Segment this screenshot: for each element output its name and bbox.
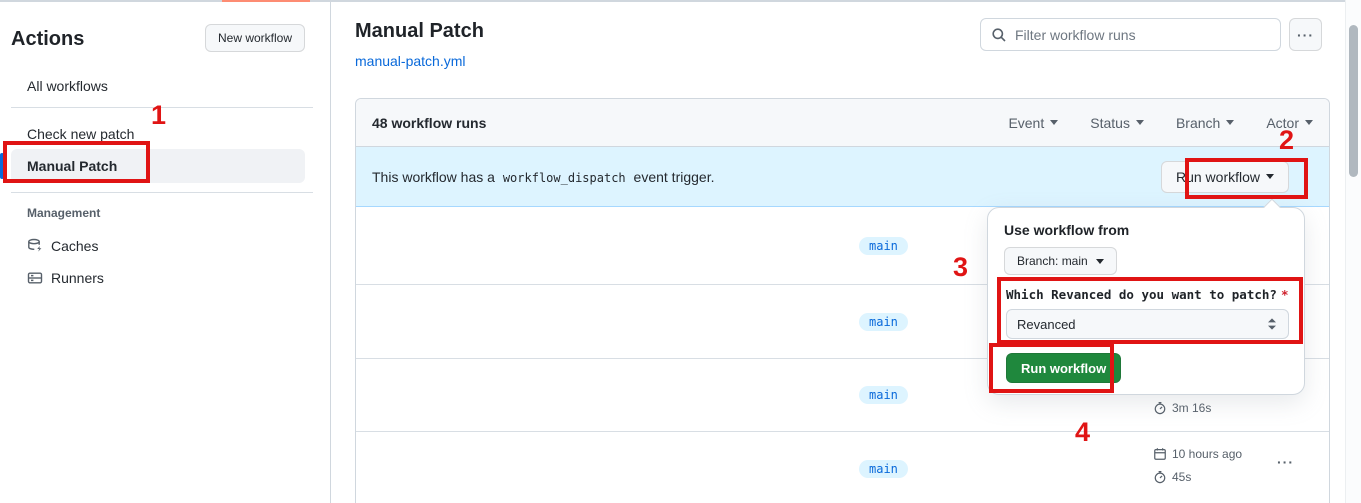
filter-actor-label: Actor [1266, 114, 1299, 131]
branch-badge[interactable]: main [859, 386, 908, 404]
cache-database-icon [27, 238, 43, 254]
banner-code-token: workflow_dispatch [502, 170, 626, 185]
branch-selector-label: Branch: main [1017, 254, 1088, 268]
chevron-down-icon [1266, 174, 1274, 179]
caches-label: Caches [51, 238, 99, 254]
chevron-down-icon [1135, 120, 1144, 125]
stopwatch-icon [1153, 401, 1167, 415]
banner-text-after: event trigger. [633, 168, 715, 185]
runs-count-label: 48 workflow runs [372, 114, 487, 131]
revanced-select-value: Revanced [1017, 316, 1076, 332]
stopwatch-icon [1153, 470, 1167, 484]
sidebar-item-caches[interactable]: Caches [11, 230, 305, 262]
workflow-file-link[interactable]: manual-patch.yml [355, 53, 466, 69]
management-section-header: Management [27, 206, 101, 220]
new-workflow-button[interactable]: New workflow [204, 24, 305, 52]
filter-branch-label: Branch [1175, 114, 1221, 131]
banner-text: This workflow has a workflow_dispatch ev… [372, 169, 714, 185]
filter-status-label: Status [1090, 114, 1130, 131]
sidebar-item-check-new-patch[interactable]: Check new patch [11, 118, 305, 150]
run-workflow-dropdown-button[interactable]: Run workflow [1160, 160, 1289, 193]
sidebar-divider [11, 107, 313, 108]
required-asterisk: * [1280, 287, 1289, 302]
actions-sidebar: Actions New workflow All workflows Check… [0, 2, 330, 503]
chevron-down-icon [1050, 120, 1059, 125]
filter-status[interactable]: Status [1090, 115, 1144, 131]
run-start-time-text: 10 hours ago [1172, 447, 1243, 461]
run-workflow-dropdown-label: Run workflow [1175, 168, 1260, 185]
revanced-input-label-text: Which Revanced do you want to patch? [1006, 287, 1277, 302]
calendar-icon [1153, 447, 1167, 461]
filter-event[interactable]: Event [1008, 114, 1059, 131]
chevron-down-icon [1305, 120, 1313, 125]
top-border-line [0, 0, 1361, 2]
sidebar-item-manual-patch[interactable]: Manual Patch [11, 149, 305, 183]
branch-badge[interactable]: main [859, 312, 908, 331]
filter-event-label: Event [1008, 114, 1045, 131]
page-scrollbar-thumb[interactable] [1349, 25, 1358, 177]
runs-card-header: 48 workflow runs Event Status Branch Act… [356, 99, 1329, 147]
manual-patch-label: Manual Patch [27, 158, 118, 174]
sidebar-divider [11, 192, 313, 193]
revanced-select[interactable]: Revanced [1006, 309, 1289, 339]
branch-badge[interactable]: main [859, 237, 908, 255]
banner-text-before: This workflow has a [372, 168, 495, 185]
sidebar-title: Actions [11, 28, 85, 50]
all-workflows-label: All workflows [27, 78, 108, 94]
chevron-down-icon [1226, 120, 1235, 125]
filter-branch[interactable]: Branch [1175, 114, 1235, 131]
run-workflow-dialog: Use workflow from Branch: main Which Rev… [987, 198, 1305, 395]
sidebar-item-all-workflows[interactable]: All workflows [11, 70, 305, 102]
workflow-dispatch-banner: This workflow has a workflow_dispatch ev… [356, 147, 1329, 207]
branch-selector-button[interactable]: Branch: main [1004, 247, 1117, 275]
runs-filters: Event Status Branch Actor [1008, 115, 1313, 131]
search-input[interactable] [1015, 26, 1270, 43]
run-workflow-submit-button[interactable]: Run workflow [1006, 353, 1122, 383]
select-updown-icon [1266, 317, 1278, 331]
page-scrollbar-track[interactable] [1345, 0, 1361, 503]
workflow-more-menu-button[interactable]: ··· [1289, 18, 1322, 51]
runners-server-icon [27, 270, 43, 286]
revanced-input-label: Which Revanced do you want to patch?* [1006, 287, 1288, 302]
dialog-heading: Use workflow from [1004, 222, 1130, 238]
chevron-down-icon [1095, 258, 1104, 264]
run-duration-text: 3m 16s [1172, 401, 1212, 415]
run-duration: 3m 16s [1153, 401, 1211, 415]
branch-badge[interactable]: main [859, 459, 908, 478]
workflow-run-row[interactable]: main 10 hours ago 45s ··· [356, 432, 1329, 503]
sidebar-main-divider [330, 2, 331, 503]
page-title: Manual Patch [355, 20, 484, 42]
filter-runs-search[interactable] [980, 18, 1281, 51]
run-duration: 45s [1153, 470, 1191, 484]
selected-item-indicator [0, 153, 4, 179]
sidebar-item-runners[interactable]: Runners [11, 262, 305, 294]
workflow-run-row[interactable]: main [356, 285, 1329, 359]
filter-actor[interactable]: Actor [1266, 115, 1313, 131]
run-start-time: 10 hours ago [1153, 447, 1242, 461]
search-icon [991, 27, 1007, 43]
check-new-patch-label: Check new patch [27, 126, 135, 142]
runners-label: Runners [51, 270, 104, 286]
run-row-more-menu[interactable]: ··· [1277, 454, 1294, 470]
run-duration-text: 45s [1172, 470, 1192, 484]
workflow-run-row[interactable]: main 3m 16s [356, 359, 1329, 432]
workflow-run-row[interactable]: main [356, 208, 1329, 285]
